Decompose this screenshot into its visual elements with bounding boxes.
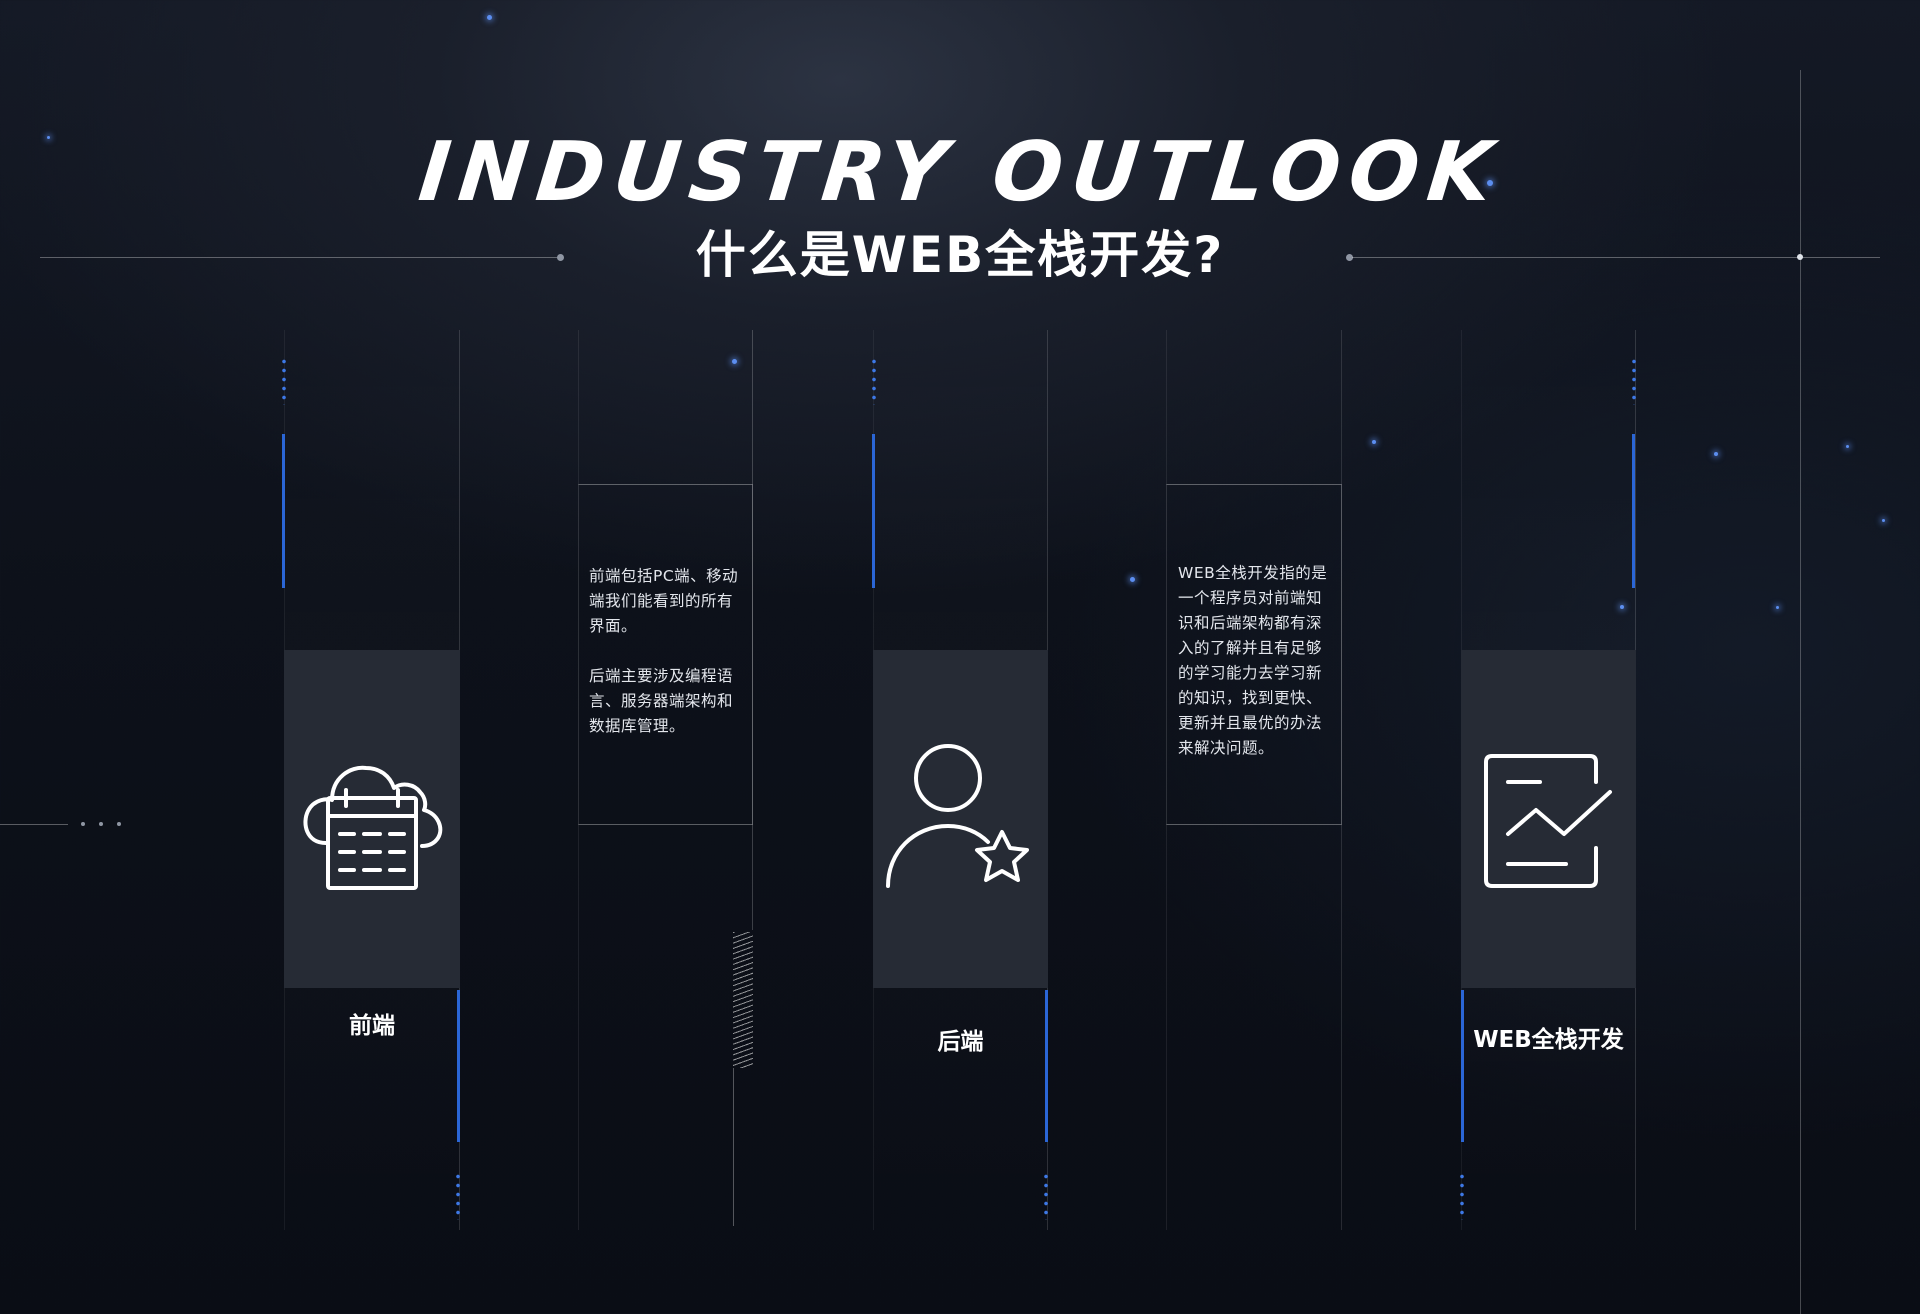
star-decoration xyxy=(1846,445,1849,448)
cloud-calendar-icon xyxy=(298,748,446,896)
box1-frame-right-lower xyxy=(733,1068,734,1226)
header-line-right xyxy=(1352,257,1880,258)
blue-dots-top xyxy=(872,357,876,405)
star-decoration xyxy=(1487,180,1493,186)
box2-frame-left xyxy=(1166,330,1167,1230)
star-decoration xyxy=(1882,519,1885,522)
star-decoration xyxy=(1620,605,1624,609)
title-en: INDUSTRY OUTLOOK xyxy=(414,125,1506,220)
blue-line-bottom xyxy=(1045,990,1048,1142)
blue-line-bottom xyxy=(1461,990,1464,1142)
label-frontend: 前端 xyxy=(349,1013,395,1039)
header-line-dot-right xyxy=(1346,254,1353,261)
star-decoration xyxy=(487,15,492,20)
blue-dots-top xyxy=(1632,357,1636,405)
header-line-dot-left xyxy=(557,254,564,261)
description-text-1: 前端包括PC端、移动端我们能看到的所有界面。 后端主要涉及编程语言、服务器端架构… xyxy=(589,564,745,739)
box1-frame-right xyxy=(752,330,753,930)
chart-board-icon xyxy=(1480,752,1618,890)
side-dot xyxy=(81,822,85,826)
description-fullstack: WEB全栈开发指的是一个程序员对前端知识和后端架构都有深入的了解并且有足够的学习… xyxy=(1178,564,1328,757)
blue-dots-bottom xyxy=(1460,1172,1464,1220)
star-decoration xyxy=(1372,440,1376,444)
blue-dots-bottom xyxy=(456,1172,460,1220)
box1-frame-left xyxy=(578,330,579,1230)
frame-line-dot xyxy=(1797,254,1803,260)
star-decoration xyxy=(47,136,50,139)
hatch-decoration xyxy=(733,932,753,1068)
box2-frame-right xyxy=(1341,330,1342,1230)
blue-dots-bottom xyxy=(1044,1172,1048,1220)
description-box-1 xyxy=(578,484,753,825)
label-fullstack: WEB全栈开发 xyxy=(1473,1027,1624,1053)
description-frontend: 前端包括PC端、移动端我们能看到的所有界面。 xyxy=(589,567,739,635)
side-dot xyxy=(117,822,121,826)
star-decoration xyxy=(732,359,737,364)
label-backend: 后端 xyxy=(937,1029,984,1055)
blue-line-top xyxy=(872,434,875,588)
description-text-2: WEB全栈开发指的是一个程序员对前端知识和后端架构都有深入的了解并且有足够的学习… xyxy=(1178,561,1334,761)
blue-line-bottom xyxy=(457,990,460,1142)
star-decoration xyxy=(1130,577,1135,582)
user-star-icon xyxy=(884,744,1034,896)
side-dot xyxy=(99,822,103,826)
side-line-left xyxy=(0,824,68,825)
description-backend: 后端主要涉及编程语言、服务器端架构和数据库管理。 xyxy=(589,667,734,735)
star-decoration xyxy=(1714,452,1718,456)
star-decoration xyxy=(1776,606,1779,609)
header-line-left xyxy=(40,257,560,258)
description-box-2 xyxy=(1166,484,1342,825)
card-backend xyxy=(873,650,1048,988)
card-frontend xyxy=(284,650,460,988)
blue-line-top xyxy=(282,434,285,588)
blue-line-top xyxy=(1632,434,1635,588)
frame-line-right xyxy=(1800,70,1801,1314)
blue-dots-top xyxy=(282,357,286,405)
title-zh: 什么是WEB全栈开发? xyxy=(695,226,1225,284)
